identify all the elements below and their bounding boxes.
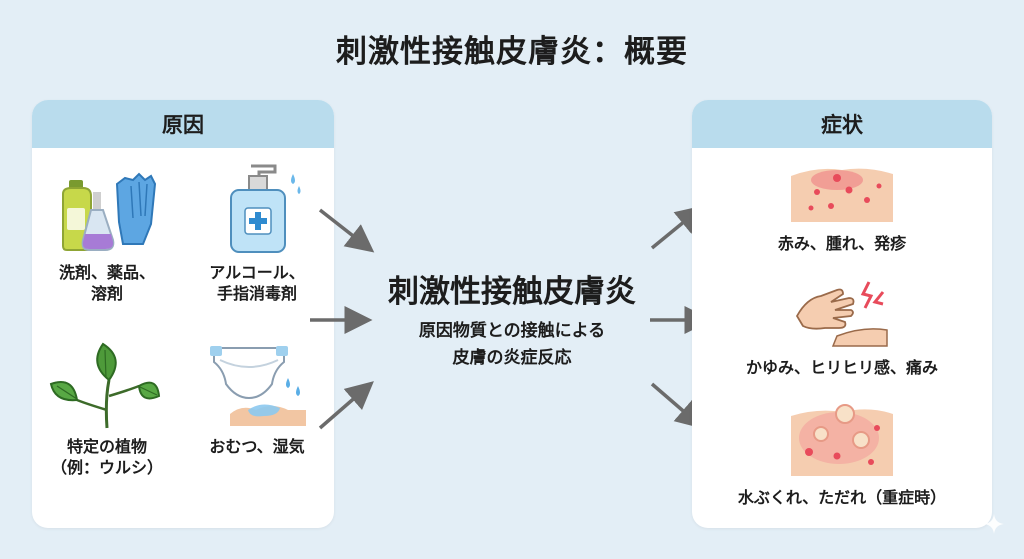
- symptom-item-redness: 赤み、腫れ、発疹: [692, 162, 992, 254]
- sanitizer-bottle-icon: [230, 164, 301, 253]
- symptom-item-blisters: 水ぶくれ、ただれ（重症時）: [692, 400, 992, 508]
- sparkle-icon: [984, 514, 1004, 534]
- red-rash-skin-icon: [791, 168, 893, 222]
- center-title: 刺激性接触皮膚炎: [388, 274, 636, 310]
- cause-item-sanitizer: アルコール、 手指消毒剤: [182, 164, 332, 304]
- cause-item-detergents: 洗剤、薬品、 溶剤: [32, 164, 182, 304]
- arrow-cause-top: [318, 208, 375, 253]
- symptoms-panel: 症状 赤み、腫れ、発疹 かゆみ、ヒリヒリ感、痛み: [692, 100, 992, 528]
- blisters-skin-icon: [791, 404, 893, 476]
- cause-label-plants: 特定の植物 （例：ウルシ）: [50, 437, 163, 477]
- cause-item-diaper: おむつ、湿気: [182, 340, 332, 457]
- diaper-icon: [210, 346, 306, 426]
- symptom-item-itching: かゆみ、ヒリヒリ感、痛み: [692, 276, 992, 378]
- plant-leaves-icon: [49, 342, 161, 429]
- arrow-cause-bottom: [318, 381, 374, 430]
- symptom-label-redness: 赤み、腫れ、発疹: [777, 234, 907, 253]
- symptom-label-itching: かゆみ、ヒリヒリ感、痛み: [745, 358, 938, 377]
- cause-item-plants: 特定の植物 （例：ウルシ）: [32, 340, 182, 478]
- arrow-symptom-bottom: [650, 382, 704, 429]
- arrow-symptom-top: [650, 205, 705, 250]
- cause-label-detergents: 洗剤、薬品、 溶剤: [58, 263, 155, 303]
- page-title: 刺激性接触皮膚炎：概要: [336, 34, 688, 70]
- causes-header: 原因: [32, 100, 334, 148]
- cause-label-diaper: おむつ、湿気: [209, 437, 305, 456]
- causes-panel: 原因 洗剤、薬品、 溶剤 アルコール、: [32, 100, 334, 528]
- symptoms-header: 症状: [692, 100, 992, 148]
- cause-label-sanitizer: アルコール、 手指消毒剤: [209, 263, 305, 303]
- itching-hand-icon: [795, 281, 888, 347]
- cleaning-products-icon: [62, 172, 157, 251]
- symptom-label-blisters: 水ぶくれ、ただれ（重症時）: [737, 488, 947, 507]
- center-description: 原因物質との接触による 皮膚の炎症反応: [418, 321, 606, 368]
